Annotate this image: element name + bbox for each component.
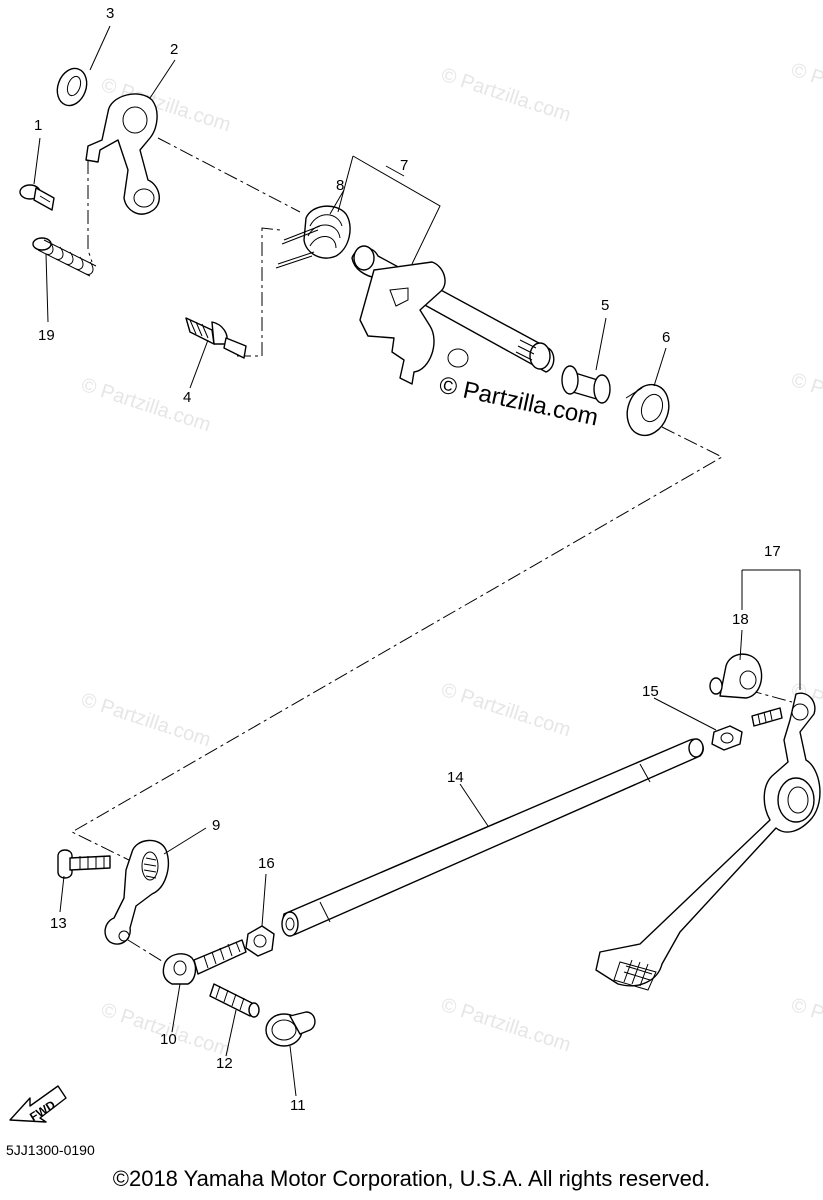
copyright-notice: ©2018 Yamaha Motor Corporation, U.S.A. A…	[112, 1166, 711, 1191]
callout-8: 8	[336, 177, 344, 194]
watermark-text: © Partzilla.com	[78, 374, 213, 437]
collar-part-5	[561, 365, 611, 404]
callout-13: 13	[50, 915, 67, 932]
watermark-text: © Partzilla.com	[438, 994, 573, 1057]
callout-3: 3	[106, 5, 114, 22]
bolt-part-12	[209, 983, 260, 1018]
diagram-code: 5JJ1300-0190	[6, 1142, 95, 1158]
oil-seal-part-6	[625, 383, 670, 437]
assembly-line-6-9	[70, 426, 724, 863]
shift-shaft-part-7	[351, 245, 555, 385]
watermark-text: © Partzilla.com	[788, 994, 823, 1057]
callout-16: 16	[258, 855, 275, 872]
rod-end-part-10	[162, 939, 247, 985]
leader-lines	[33, 25, 801, 1097]
rod-end-part-18	[709, 653, 763, 699]
assembly-line-4-8	[237, 227, 281, 357]
stopper-lever-part-2	[85, 93, 160, 215]
shift-rod-part-14	[281, 738, 704, 937]
bolt-part-4	[185, 317, 247, 359]
watermark-text: © Partzilla.com	[438, 64, 573, 127]
watermark-text: © Partzilla.com	[788, 59, 823, 122]
callout-15: 15	[642, 683, 659, 700]
callout-18: 18	[732, 611, 749, 628]
nut-part-15	[711, 725, 743, 751]
callout-5: 5	[601, 297, 609, 314]
assembly-line-2-8	[157, 137, 301, 213]
bolt-part-13	[57, 849, 111, 879]
callout-2: 2	[170, 41, 178, 58]
callout-4: 4	[183, 389, 191, 406]
callout-10: 10	[160, 1031, 177, 1048]
callouts: 1 2 3 4 5 6 7 8 9 10 11 12 13 14 15 16 1…	[34, 5, 781, 1114]
nut-part-16	[245, 925, 275, 957]
watermark-text: © Partzilla.com	[788, 369, 823, 432]
watermark-text: © Partzilla.com	[438, 679, 573, 742]
callout-17: 17	[764, 543, 781, 560]
callout-14: 14	[447, 769, 464, 786]
callout-11: 11	[290, 1097, 306, 1114]
callout-7: 7	[400, 157, 408, 174]
assembly-line-9-10	[127, 939, 171, 967]
forward-arrow-icon: FWD	[9, 1085, 67, 1124]
shift-pedal-part-17	[595, 692, 821, 991]
callout-12: 12	[216, 1055, 233, 1072]
watermark-text: © Partzilla.com	[78, 689, 213, 752]
callout-19: 19	[38, 327, 55, 344]
pin-part-1	[19, 184, 55, 211]
callout-1: 1	[34, 117, 42, 134]
washer-part-3	[56, 67, 88, 107]
callout-6: 6	[662, 329, 670, 346]
shift-arm-part-9	[104, 839, 170, 945]
torsion-spring-part-8	[275, 205, 351, 269]
callout-9: 9	[212, 817, 220, 834]
cap-part-11	[265, 1011, 316, 1047]
watermark-layer: © Partzilla.com © Partzilla.com © Partzi…	[78, 59, 823, 1062]
spring-part-19	[32, 237, 97, 277]
assembly-line-2-19	[87, 160, 93, 263]
